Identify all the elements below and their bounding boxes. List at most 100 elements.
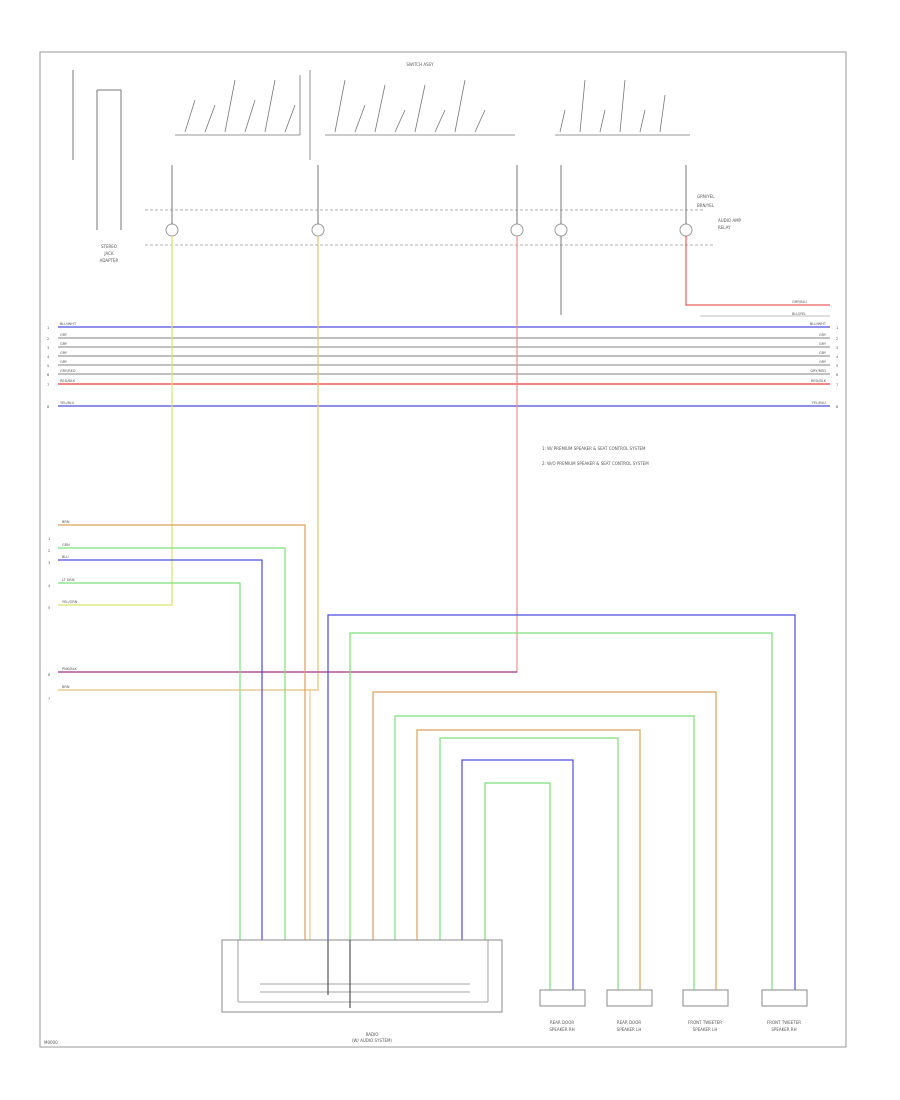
bus-right-label-4: GRY <box>819 351 827 355</box>
bus-right-label-6: GRY/RED <box>810 369 826 373</box>
speaker-front-tweeter-rh-label-1: FRONT TWEETER <box>767 1020 801 1025</box>
speaker-rear-lh-body <box>606 989 653 1007</box>
wire-orange-mid <box>372 691 717 990</box>
left-wire-indices: 1 2 3 4 5 6 7 <box>48 537 51 701</box>
left-wire-label-6: PNK/BLK <box>62 667 78 671</box>
bus-right-label-1: BLU/WHT <box>810 322 827 326</box>
wire-pink-feed <box>58 236 518 673</box>
footer-code: M0000 <box>44 1040 58 1045</box>
speaker-front-tweeter-rh: FRONT TWEETER SPEAKER RH <box>761 989 808 1032</box>
left-wire-index-3: 3 <box>48 561 50 565</box>
bus-right-label-5: GRY <box>819 360 827 364</box>
bus-left-label-5: GRY <box>60 360 68 364</box>
bus-right-label-3: GRY <box>819 342 827 346</box>
bus-right-index-3: 3 <box>836 346 838 350</box>
wire-blue-inner <box>461 759 574 990</box>
wire-left-blue <box>58 559 263 940</box>
speaker-rear-rh-body <box>539 989 586 1007</box>
bus-left-index-5: 5 <box>47 364 49 368</box>
wire-left-ltgreen <box>58 582 241 940</box>
bus-left-indices: 1 2 3 4 5 6 7 8 <box>47 326 50 409</box>
top-right-ground-label: GRY/BLU <box>792 300 807 304</box>
left-wire-index-7: 7 <box>48 697 50 701</box>
bus-right-index-8: 8 <box>836 405 838 409</box>
bus-right-index-2: 2 <box>836 337 838 341</box>
bus-right-label-8: YEL/BLU <box>812 401 827 405</box>
bus-right-label-7: RED/BLK <box>811 379 827 383</box>
radio-label-2: (W/ AUDIO SYSTEM) <box>352 1038 392 1043</box>
speaker-front-tweeter-lh-body <box>682 989 729 1007</box>
left-wire-index-6: 6 <box>48 673 50 677</box>
speaker-front-tweeter-lh-label-1: FRONT TWEETER <box>688 1020 722 1025</box>
bus-left-label-8: YEL/BLU <box>60 401 75 405</box>
bus-left-label-6: GRY/RED <box>60 369 76 373</box>
left-wire-label-2: GRN <box>62 543 70 547</box>
left-wire-index-1: 1 <box>48 537 50 541</box>
bus-left-index-1: 1 <box>47 326 49 330</box>
note-line-1: 1: W/ PREMIUM SPEAKER & SEAT CONTROL SYS… <box>542 446 646 451</box>
splice-j3 <box>510 223 524 237</box>
relay-label-1: AUDIO AMP <box>718 218 742 223</box>
bus-left-index-8: 8 <box>47 405 49 409</box>
speaker-rear-lh-label-1: REAR DOOR <box>617 1020 641 1025</box>
speaker-front-tweeter-lh: FRONT TWEETER SPEAKER LH <box>682 989 729 1032</box>
splice-j4 <box>554 223 568 237</box>
left-component-line2: JACK <box>103 251 114 256</box>
wire-blue-outer <box>327 614 796 990</box>
bus-left-label-3: GRY <box>60 342 68 346</box>
left-component-line3: ADAPTER <box>100 258 119 263</box>
bus-right-index-5: 5 <box>836 364 838 368</box>
wire-orange-inner <box>416 729 641 990</box>
wire-yellow-feed <box>58 236 173 606</box>
speaker-rear-lh: REAR DOOR SPEAKER LH <box>606 989 653 1032</box>
left-wire-label-3: BLU <box>62 555 69 559</box>
bus-left-index-2: 2 <box>47 337 49 341</box>
wire-green-outer <box>349 632 773 990</box>
top-right-label-2: BRN/YEL <box>697 203 715 208</box>
note-line-2: 2: W/O PREMIUM SPEAKER & SEAT CONTROL SY… <box>542 461 649 466</box>
wire-left-green <box>58 547 286 940</box>
left-wire-label-4: LT GRN <box>62 578 75 582</box>
bus-right-index-6: 6 <box>836 373 838 377</box>
splice-j1 <box>165 223 179 237</box>
splice-j2 <box>311 223 325 237</box>
splice-points <box>165 223 693 237</box>
bus-left-label-4: GRY <box>60 351 68 355</box>
speaker-front-tweeter-rh-body <box>761 989 808 1007</box>
bus-left-labels: BLU/WHT GRY GRY GRY GRY GRY/RED RED/BLK … <box>60 322 77 405</box>
top-switch-traces <box>175 70 690 160</box>
wire-green-mid <box>394 715 695 990</box>
speaker-rear-rh-label-1: REAR DOOR <box>550 1020 574 1025</box>
wire-left-brown <box>58 524 306 940</box>
wire-green-innermost <box>484 782 551 990</box>
radio-label-1: RADIO <box>366 1032 379 1037</box>
relay-label-2: RELAY <box>718 225 731 230</box>
bus-right-indices: 1 2 3 4 5 6 7 8 <box>836 326 839 409</box>
speaker-rear-rh: REAR DOOR SPEAKER RH <box>539 989 586 1032</box>
bus-right-index-4: 4 <box>836 355 839 359</box>
bus-right-index-7: 7 <box>836 383 838 387</box>
splice-j5 <box>679 223 693 237</box>
left-wire-label-1: BRN <box>62 520 70 524</box>
bus-lines <box>58 326 830 407</box>
speaker-rear-rh-label-2: SPEAKER RH <box>549 1027 574 1032</box>
left-component-line1: STEREO <box>101 244 117 249</box>
left-wire-index-4: 4 <box>48 584 51 588</box>
speaker-rear-lh-label-2: SPEAKER LH <box>617 1027 642 1032</box>
top-connector-label: SWITCH ASSY <box>406 62 434 67</box>
wire-green-inner <box>439 737 619 990</box>
bus-left-index-6: 6 <box>47 373 49 377</box>
wire-red-top-right <box>685 236 830 306</box>
left-top-lines <box>72 70 122 230</box>
top-right-ground-label-2: BLU/YEL <box>792 312 806 316</box>
left-wire-labels: BRN GRN BLU LT GRN YEL/GRN PNK/BLK BRN <box>62 520 78 689</box>
left-wire-label-5: YEL/GRN <box>62 600 78 604</box>
speaker-front-tweeter-rh-label-2: SPEAKER RH <box>771 1027 796 1032</box>
bus-right-index-1: 1 <box>836 326 838 330</box>
wire-tan-feed <box>58 236 319 691</box>
page-frame <box>39 51 847 1048</box>
bus-left-index-4: 4 <box>47 355 50 359</box>
bus-left-index-7: 7 <box>47 383 49 387</box>
connector-stubs <box>171 165 687 315</box>
